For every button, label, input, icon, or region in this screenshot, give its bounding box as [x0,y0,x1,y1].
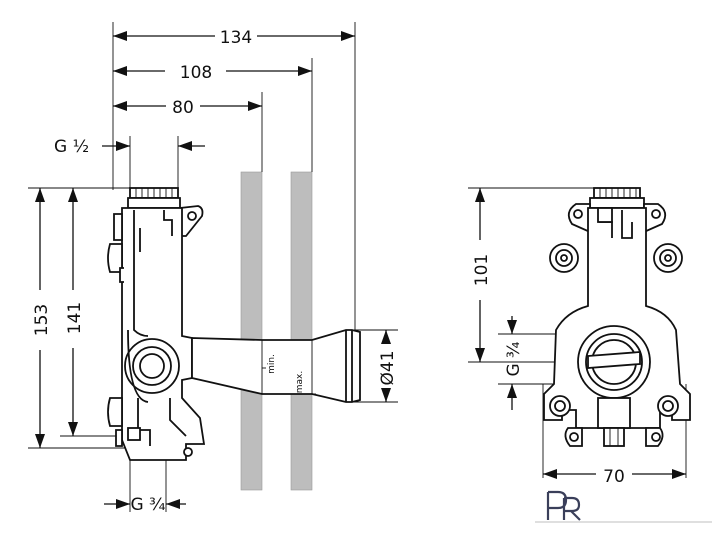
dim-141-label: 141 [65,302,85,334]
wall-plate-min [240,171,263,491]
dim-108-label: 108 [180,63,212,83]
dim-80-label: 80 [172,98,194,118]
dimension-80: 80 [113,98,262,118]
dimension-153: 153 [32,188,52,448]
dimension-108: 108 [113,63,312,83]
side-view: 134 108 80 G ½ [28,22,398,515]
dimension-g-three-quarter-side: G ¾ [504,316,524,410]
dim-g-three-quarter-bottom-label: G ¾ [130,495,165,515]
dim-153-label: 153 [32,304,52,336]
dimension-70: 70 [543,467,686,487]
dim-g-half-label: G ½ [54,137,89,157]
max-label: max. [295,371,305,393]
pr-logo [535,490,712,523]
min-label: min. [267,354,277,374]
dimension-diameter-41: Ø41 [352,329,398,403]
dimension-g-three-quarter-bottom: G ¾ [104,458,186,515]
wall-plate-max [290,171,313,491]
dim-101-label: 101 [472,254,492,286]
dim-134-label: 134 [220,28,252,48]
mixer-body-side [107,187,206,461]
dim-g-three-quarter-side-label: G ¾ [504,341,524,376]
extension-tube: min. max. [191,329,361,403]
dimension-134: 134 [113,28,355,48]
dimension-101: 101 [472,188,492,362]
dimension-g-half: G ½ [54,137,205,157]
dimension-141: 141 [65,188,85,436]
mixer-body-front [543,187,691,447]
dim-diameter-41-label: Ø41 [378,350,398,385]
dim-70-label: 70 [603,467,625,487]
front-view: 101 G ¾ 70 [468,187,691,487]
